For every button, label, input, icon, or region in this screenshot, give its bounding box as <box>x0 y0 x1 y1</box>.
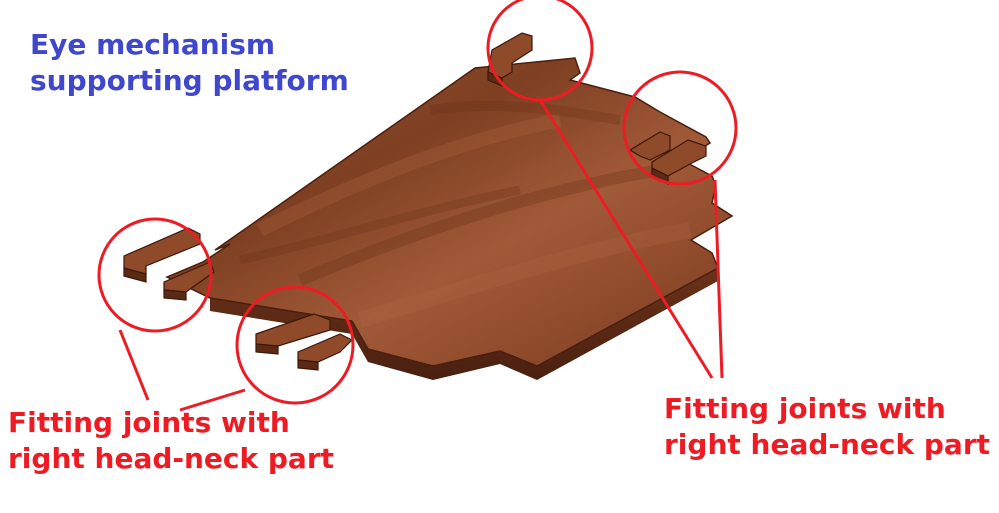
leader-line-right-2 <box>713 179 724 379</box>
platform-title: Eye mechanism supporting platform <box>30 27 349 99</box>
title-line-1: Eye mechanism <box>30 28 276 61</box>
leader-line-right-1 <box>538 99 714 379</box>
callout-left-line-1: Fitting joints with <box>8 406 290 439</box>
title-line-2: supporting platform <box>30 63 349 97</box>
callout-right-line-1: Fitting joints with <box>664 392 946 425</box>
joint-circle-bottom <box>235 285 355 405</box>
leader-line-left-2 <box>179 388 246 412</box>
callout-left: Fitting joints with right head-neck part <box>8 405 334 477</box>
joint-tabs <box>123 32 707 371</box>
callout-right: Fitting joints with right head-neck part <box>664 391 990 463</box>
leader-line-left-1 <box>118 329 150 401</box>
joint-circle-right <box>622 70 738 186</box>
platform-top <box>165 57 734 367</box>
joint-circle-left <box>97 217 213 333</box>
callout-left-line-2: right head-neck part <box>8 441 335 475</box>
callout-right-line-2: right head-neck part <box>664 427 991 461</box>
